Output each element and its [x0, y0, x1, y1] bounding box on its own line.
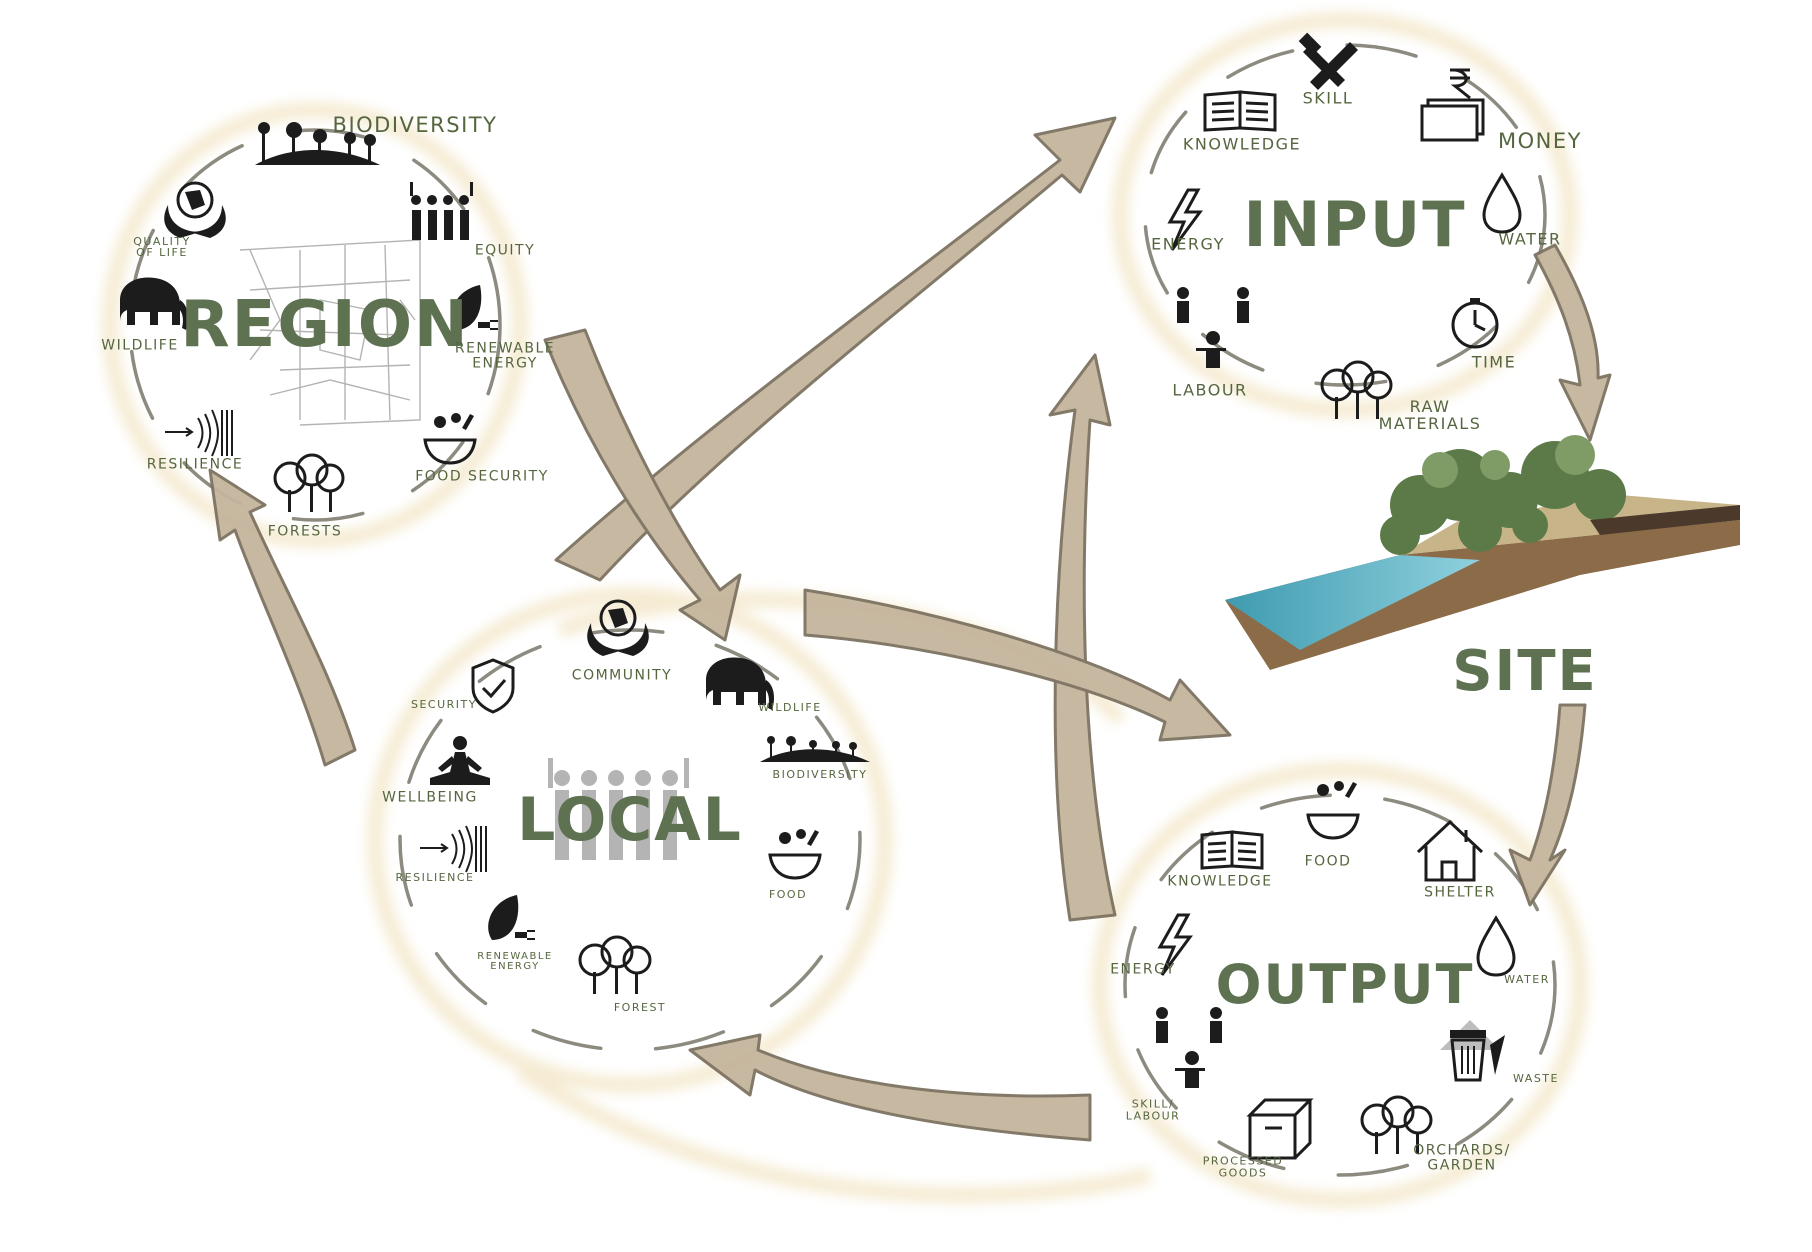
book-icon — [1203, 90, 1277, 132]
trees-icon — [273, 453, 345, 512]
site-model — [1225, 435, 1740, 670]
community-figures-icon — [548, 758, 689, 860]
food-bowl-icon-output — [1306, 781, 1360, 840]
label-output-skill-labour: SKILL/ LABOUR — [1125, 1097, 1181, 1122]
water-drop-icon-output — [1476, 915, 1516, 977]
title-output: OUTPUT — [1215, 953, 1475, 1016]
label-output-energy: ENERGY — [1110, 961, 1176, 978]
stopwatch-icon — [1451, 298, 1499, 349]
label-input-time: TIME — [1471, 352, 1517, 372]
label-local-food: FOOD — [768, 888, 808, 902]
label-input-water: WATER — [1498, 229, 1562, 249]
label-output-orchards-garden: ORCHARDS/ GARDEN — [1413, 1142, 1511, 1173]
label-output-processed-goods: PROCESSED GOODS — [1202, 1154, 1284, 1179]
label-output-food: FOOD — [1304, 853, 1352, 870]
label-output-knowledge: KNOWLEDGE — [1167, 873, 1273, 890]
label-region-forests: FORESTS — [267, 523, 343, 540]
trees-icon-raw-materials — [1320, 360, 1393, 419]
label-local-security: SECURITY — [411, 698, 477, 712]
label-input-labour: LABOUR — [1172, 380, 1248, 400]
meditation-icon — [430, 736, 490, 785]
hammer-wrench-icon — [1298, 32, 1358, 90]
label-local-renewable-energy: RENEWABLE ENERGY — [477, 951, 553, 972]
trees-icon-local — [578, 935, 652, 994]
resilience-icon-local — [420, 825, 487, 873]
label-input-knowledge: KNOWLEDGE — [1182, 134, 1302, 154]
leaf-plug-icon-local — [488, 895, 535, 940]
label-local-biodiversity: BIODIVERSITY — [772, 768, 868, 782]
title-local: LOCAL — [517, 785, 743, 855]
label-region-renewable-energy: RENEWABLE ENERGY — [454, 340, 556, 371]
label-region-quality-of-life: QUALITY OF LIFE — [133, 235, 191, 259]
labour-workers-icon-output — [1156, 1007, 1222, 1088]
label-local-wellbeing: WELLBEING — [382, 789, 478, 806]
food-bowl-icon-local — [768, 829, 822, 880]
label-input-money: MONEY — [1498, 128, 1582, 153]
money-icon — [1420, 68, 1485, 142]
label-output-water: WATER — [1504, 973, 1550, 987]
label-output-shelter: SHELTER — [1424, 884, 1496, 901]
label-local-forest: FOREST — [613, 1001, 667, 1015]
book-icon-output — [1200, 830, 1264, 870]
shield-check-icon — [471, 658, 515, 714]
biodiversity-icon-local — [760, 736, 870, 762]
lightning-icon — [1167, 188, 1203, 251]
label-local-resilience: RESILIENCE — [395, 871, 475, 885]
region-map — [239, 239, 421, 426]
people-hands-up-icon — [410, 182, 473, 240]
globe-hands-icon-local — [587, 599, 649, 656]
label-input-skill: SKILL — [1302, 88, 1354, 108]
label-region-equity: EQUITY — [474, 242, 536, 259]
title-input: INPUT — [1243, 188, 1467, 261]
label-region-food-security: FOOD SECURITY — [415, 468, 549, 485]
water-drop-icon — [1482, 172, 1522, 234]
label-input-energy: ENERGY — [1151, 234, 1225, 254]
flow-arrows — [208, 116, 1612, 1142]
trees-icon-output — [1360, 1095, 1433, 1154]
elephant-icon — [120, 277, 188, 330]
elephant-icon-local — [706, 657, 774, 710]
label-input-raw-materials: RAW MATERIALS — [1378, 397, 1482, 433]
label-output-waste: WASTE — [1513, 1072, 1559, 1086]
biodiversity-icon — [255, 122, 380, 165]
lightning-icon-output — [1157, 913, 1193, 976]
leaf-plug-icon — [451, 285, 498, 330]
recycle-bin-icon — [1440, 1020, 1505, 1082]
globe-hands-icon — [164, 181, 226, 238]
title-site: SITE — [1452, 639, 1598, 704]
label-region-resilience: RESILIENCE — [146, 456, 244, 473]
title-region: REGION — [180, 288, 470, 362]
box-icon — [1246, 1098, 1314, 1160]
labour-workers-icon — [1177, 287, 1249, 368]
resilience-icon — [165, 409, 233, 457]
label-region-biodiversity: BIODIVERSITY — [332, 112, 498, 137]
label-region-wildlife: WILDLIFE — [101, 337, 179, 354]
house-icon — [1416, 819, 1484, 882]
label-local-wildlife: WILDLIFE — [758, 701, 822, 715]
label-local-community: COMMUNITY — [571, 667, 673, 684]
food-bowl-icon — [423, 413, 477, 465]
